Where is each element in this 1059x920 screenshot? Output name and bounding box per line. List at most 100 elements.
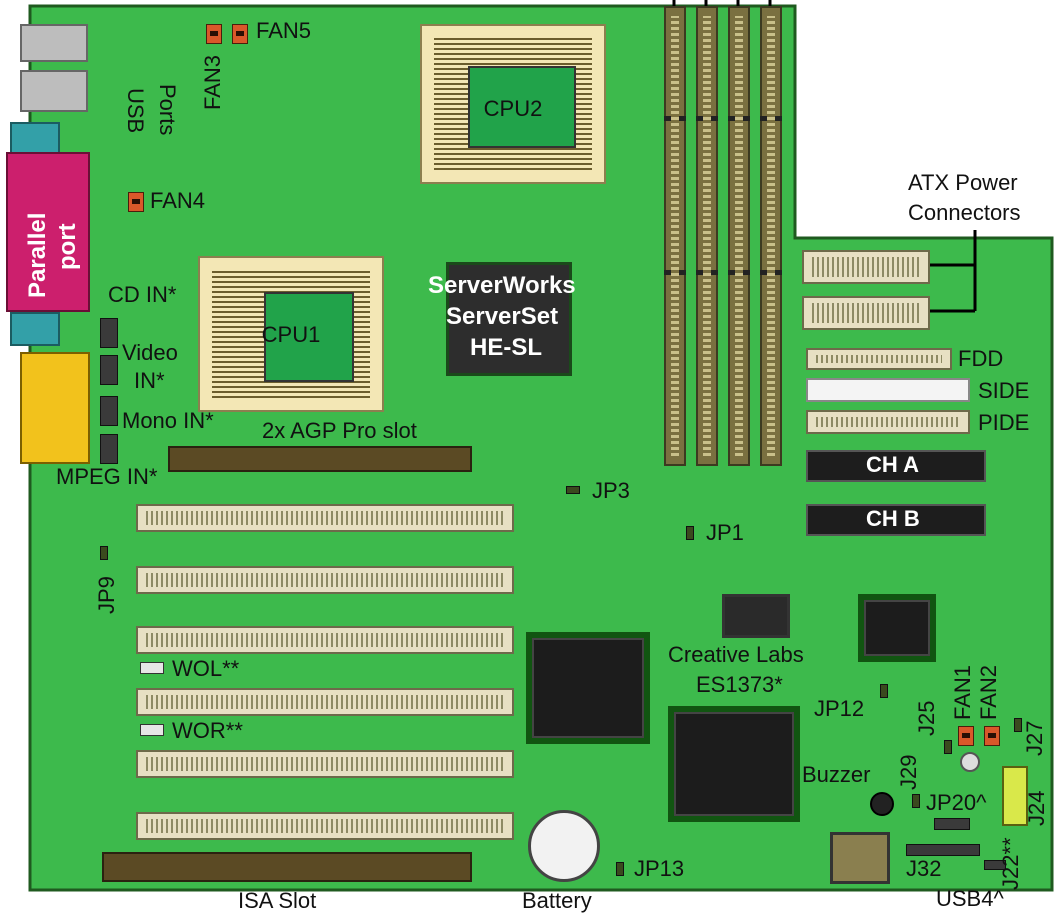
jp13-label: JP13 xyxy=(634,856,685,881)
ch-a-label: CH A xyxy=(866,452,919,477)
fdd-connector xyxy=(806,348,952,370)
jp9-jumper xyxy=(100,546,108,560)
cpu1-socket: CPU1 xyxy=(198,256,384,412)
chipset-label-1: ServerWorks xyxy=(428,272,576,299)
pci-slot-4 xyxy=(136,688,514,716)
j24-label: J24 xyxy=(1024,790,1049,826)
fdd-label: FDD xyxy=(958,346,1004,371)
battery xyxy=(528,810,600,882)
cpu2-socket: CPU2 xyxy=(420,24,606,184)
pci-slot-6 xyxy=(136,812,514,840)
serverworks-chipset xyxy=(446,262,572,376)
mono-in-label: Mono IN* xyxy=(122,408,214,433)
wol-label: WOL** xyxy=(172,656,240,681)
audio-jack-top xyxy=(10,122,60,156)
jp20-header xyxy=(934,818,970,830)
j27-label: J27 xyxy=(1022,720,1047,756)
dimm-slot-4 xyxy=(760,6,782,466)
small-chip xyxy=(830,832,890,884)
atx-power-connector-2 xyxy=(802,296,930,330)
wol-header xyxy=(140,662,164,674)
board-shape xyxy=(28,4,1054,892)
j27-jumper xyxy=(1014,718,1022,732)
speaker-ring xyxy=(960,752,980,772)
jp1-label: JP1 xyxy=(706,520,744,545)
fan1-connector xyxy=(958,726,974,746)
pide-label: PIDE xyxy=(978,410,1030,435)
agp-pro-slot xyxy=(168,446,472,472)
j29-jumper xyxy=(912,794,920,808)
cd-in-label: CD IN* xyxy=(108,282,177,307)
chipset-label-2: ServerSet xyxy=(446,303,559,330)
channel-a-slot xyxy=(806,450,986,482)
fan5-label: FAN5 xyxy=(256,18,312,43)
j25-label: J25 xyxy=(914,700,939,736)
pci-slot-5 xyxy=(136,750,514,778)
fan4-connector xyxy=(128,192,144,212)
atx-power-label-2: Connectors xyxy=(908,200,1021,225)
jp13-jumper xyxy=(616,862,624,876)
j32-label: J32 xyxy=(906,856,942,881)
jp1-jumper xyxy=(686,526,694,540)
bridge-chip-1 xyxy=(526,632,650,744)
creative-labs-label-1: Creative Labs xyxy=(668,642,804,667)
usb4-header xyxy=(984,860,1006,870)
isa-slot xyxy=(102,852,472,882)
wor-label: WOR** xyxy=(172,718,243,743)
jp20-label: JP20^ xyxy=(926,790,987,815)
fan3-label: FAN3 xyxy=(200,54,225,110)
jp12-label: JP12 xyxy=(814,696,865,721)
parallel-port-label-1: Parallel xyxy=(24,212,51,298)
mpeg-in-header xyxy=(100,434,118,464)
creative-labs-label-2: ES1373* xyxy=(696,672,783,697)
cpu1-label: CPU1 xyxy=(261,322,321,347)
battery-label: Battery xyxy=(522,888,592,913)
parallel-port-label-2: port xyxy=(54,223,81,270)
bridge-chip-2 xyxy=(668,706,800,822)
serial-port xyxy=(20,352,90,464)
chipset-label-3: HE-SL xyxy=(470,334,542,361)
pci-slot-1 xyxy=(136,504,514,532)
fan2-connector xyxy=(984,726,1000,746)
fan2-label: FAN2 xyxy=(976,664,1001,720)
atx-power-connector-1 xyxy=(802,250,930,284)
parallel-port xyxy=(6,152,90,312)
pci-slot-2 xyxy=(136,566,514,594)
j32-header xyxy=(906,844,980,856)
jp3-jumper xyxy=(566,486,580,494)
fan3-connector xyxy=(206,24,222,44)
agp-slot-label: 2x AGP Pro slot xyxy=(262,418,417,443)
jp12-jumper xyxy=(880,684,888,698)
video-in-label-2: IN* xyxy=(134,368,165,393)
mpeg-in-label: MPEG IN* xyxy=(56,464,158,489)
fan1-label: FAN1 xyxy=(950,664,975,720)
j25-jumper xyxy=(944,740,952,754)
usb-port-top xyxy=(20,24,88,62)
audio-jack-bottom xyxy=(10,312,60,346)
atx-power-label-1: ATX Power xyxy=(908,170,1018,195)
dimm-slot-3 xyxy=(728,6,750,466)
buzzer xyxy=(870,792,894,816)
secondary-ide-connector xyxy=(806,378,970,402)
usb-port-bottom xyxy=(20,70,88,112)
channel-b-slot xyxy=(806,504,986,536)
fan4-label: FAN4 xyxy=(150,188,206,213)
j22-label: J22** xyxy=(998,837,1023,890)
buzzer-label: Buzzer xyxy=(802,762,871,787)
ch-b-label: CH B xyxy=(866,506,920,531)
cd-in-header xyxy=(100,318,118,348)
cpu2-label: CPU2 xyxy=(483,96,543,121)
video-in-label-1: Video xyxy=(122,340,178,365)
pci-slot-3 xyxy=(136,626,514,654)
isa-slot-label: ISA Slot xyxy=(238,888,317,913)
fan5-connector xyxy=(232,24,248,44)
wor-header xyxy=(140,724,164,736)
usb4-label: USB4^ xyxy=(936,886,1004,911)
super-io-chip xyxy=(858,594,936,662)
mono-in-header xyxy=(100,396,118,426)
usb-ports-label-2: Ports xyxy=(155,84,180,136)
creative-labs-chip xyxy=(722,594,790,638)
video-in-header xyxy=(100,355,118,385)
jp3-label: JP3 xyxy=(592,478,630,503)
